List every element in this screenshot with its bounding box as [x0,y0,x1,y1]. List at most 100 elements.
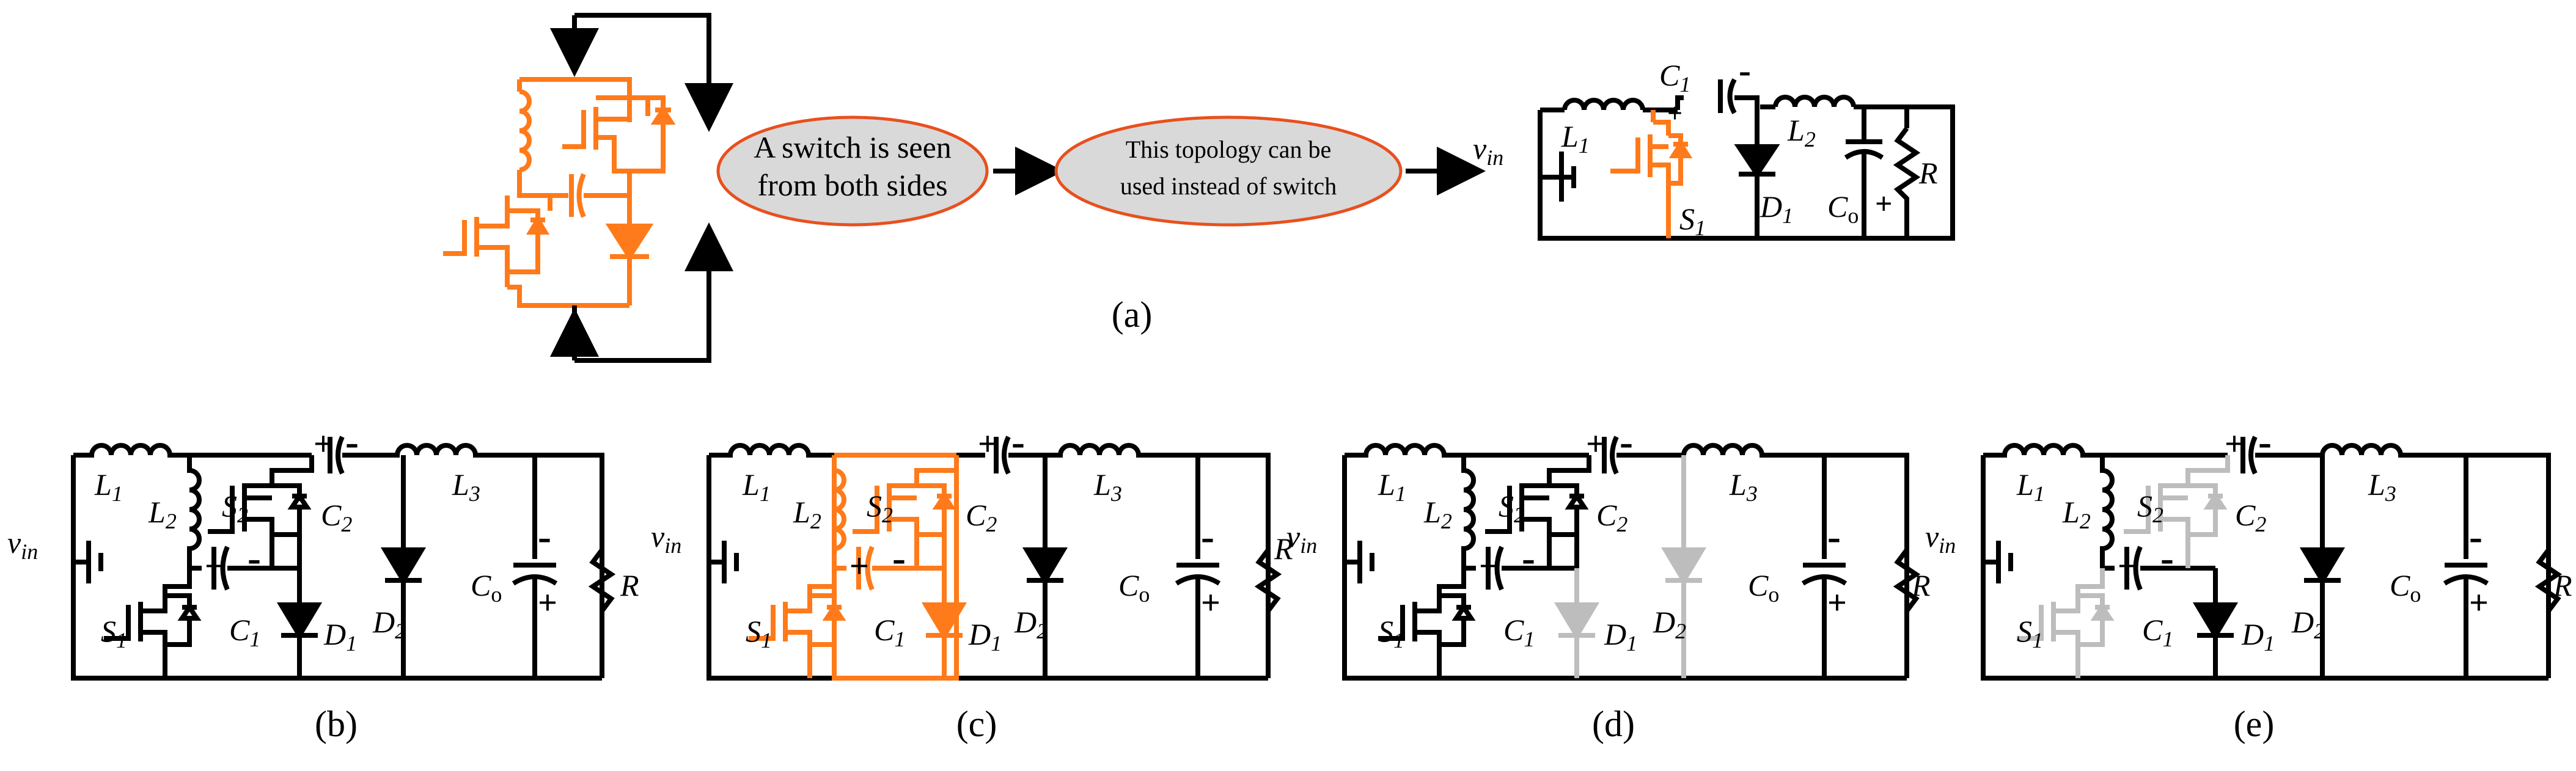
panel-a-composite-switch [443,77,676,308]
svg-text:-: - [2469,514,2482,559]
svg-text:L1: L1 [94,467,123,506]
svg-text:D2: D2 [372,605,406,643]
svg-text:S2: S2 [1499,489,1525,527]
panel-e [1981,436,2563,681]
svg-text:R: R [1274,532,1293,566]
panel-b [71,436,616,681]
svg-text:C2: C2 [1596,498,1627,536]
panel-b-labels: vin L1 L2 S2 C2 + - L3 + - S1 C1 D1 D2 C… [7,420,639,744]
svg-text:L3: L3 [452,467,480,506]
panel-a-labels: vin L1 C1 + - L2 S1 D1 Co + R [1473,50,1938,240]
svg-text:D1: D1 [2241,617,2275,656]
svg-text:Co: Co [1748,568,1779,607]
svg-text:L3: L3 [1093,467,1122,506]
svg-text:+: + [2225,425,2244,463]
svg-text:+: + [1479,547,1499,585]
svg-text:-: - [1011,420,1025,464]
svg-text:vin: vin [1925,519,1956,558]
svg-text:S1: S1 [101,614,127,652]
svg-text:L2: L2 [793,495,821,533]
svg-text:S1: S1 [2017,614,2043,652]
svg-text:D2: D2 [1014,605,1048,643]
svg-text:D1: D1 [1604,617,1637,656]
panel-d-labels: vin L1 L2 S2 C2 + - L3 + - S1 C1 D1 D2 C… [1286,420,1931,744]
ellipse1-line1: A switch is seen [754,130,952,164]
panel-a-switch-orange [1610,110,1693,238]
panel-c-orange-path [749,453,967,681]
svg-text:C1: C1 [229,613,260,651]
svg-text:-: - [1522,536,1535,580]
svg-text:vin: vin [1286,519,1317,558]
ellipse-switch-both-sides: A switch is seen from both sides [716,115,989,227]
svg-text:+: + [314,425,333,463]
svg-text:-: - [892,536,906,580]
svg-text:S1: S1 [746,614,772,652]
svg-text:+: + [2469,584,2489,622]
svg-text:vin: vin [7,525,38,564]
svg-text:C2: C2 [966,498,997,536]
svg-text:-: - [248,536,261,580]
caption-d: (d) [1592,704,1635,744]
svg-text:R: R [1918,156,1938,190]
svg-text:D1: D1 [323,617,357,656]
svg-text:S2: S2 [222,489,248,527]
svg-text:S2: S2 [2137,489,2163,527]
svg-text:R: R [1911,568,1931,602]
panel-e-gray [2017,455,2230,678]
svg-text:Co: Co [1118,568,1150,607]
svg-text:+: + [849,547,869,585]
svg-text:Co: Co [2390,568,2421,607]
svg-text:+: + [1827,584,1847,622]
svg-text:-: - [2258,420,2272,464]
svg-text:-: - [1620,420,1633,464]
svg-text:C2: C2 [2235,498,2266,536]
svg-text:+: + [1875,186,1893,221]
svg-text:L2: L2 [1423,495,1452,533]
svg-text:C1: C1 [1659,58,1690,97]
svg-text:S2: S2 [867,489,893,527]
svg-text:+: + [1667,98,1682,128]
panel-e-labels: vin L1 L2 S2 C2 + - L3 + - S1 C1 D1 D2 C… [1925,420,2572,744]
svg-text:L3: L3 [2368,467,2396,506]
ellipse-topology-instead: This topology can be used instead of swi… [1054,115,1403,227]
svg-text:L1: L1 [1378,467,1406,506]
svg-text:L3: L3 [1729,467,1758,506]
svg-text:S1: S1 [1378,614,1404,652]
svg-text:R: R [620,568,639,602]
svg-text:-: - [1827,514,1841,559]
panel-d-gray [1554,455,1707,678]
svg-text:L1: L1 [742,467,771,506]
svg-text:D2: D2 [1653,605,1686,643]
svg-text:C1: C1 [874,613,905,651]
svg-text:vin: vin [651,519,681,558]
svg-text:D1: D1 [968,617,1002,656]
ellipse2-line1: This topology can be [1126,136,1332,163]
panel-a-converter [1538,78,1955,241]
panel-c [706,436,1282,681]
caption-a: (a) [1112,294,1153,335]
svg-text:-: - [1739,50,1751,90]
svg-text:C1: C1 [1503,613,1535,651]
svg-text:L1: L1 [2016,467,2045,506]
svg-text:S1: S1 [1679,202,1706,240]
svg-text:L2: L2 [1787,113,1816,152]
svg-text:C1: C1 [2142,613,2173,651]
caption-b: (b) [315,704,358,744]
svg-text:+: + [2118,547,2137,585]
svg-text:-: - [345,420,359,464]
svg-text:vin: vin [1473,131,1503,170]
ellipse1-line2: from both sides [757,168,947,202]
svg-text:Co: Co [1827,189,1859,228]
svg-text:-: - [1201,514,1214,559]
svg-text:L2: L2 [2062,495,2091,533]
ellipse2-line2: used instead of switch [1120,172,1337,200]
svg-text:+: + [538,584,557,622]
svg-text:L1: L1 [1561,119,1590,158]
panel-a: A switch is seen from both sides This to… [443,13,1955,363]
caption-c: (c) [956,704,997,744]
svg-text:D1: D1 [1760,189,1793,228]
svg-text:+: + [978,425,997,463]
panel-d [1342,436,1921,681]
panel-a-arrows [550,13,1486,363]
